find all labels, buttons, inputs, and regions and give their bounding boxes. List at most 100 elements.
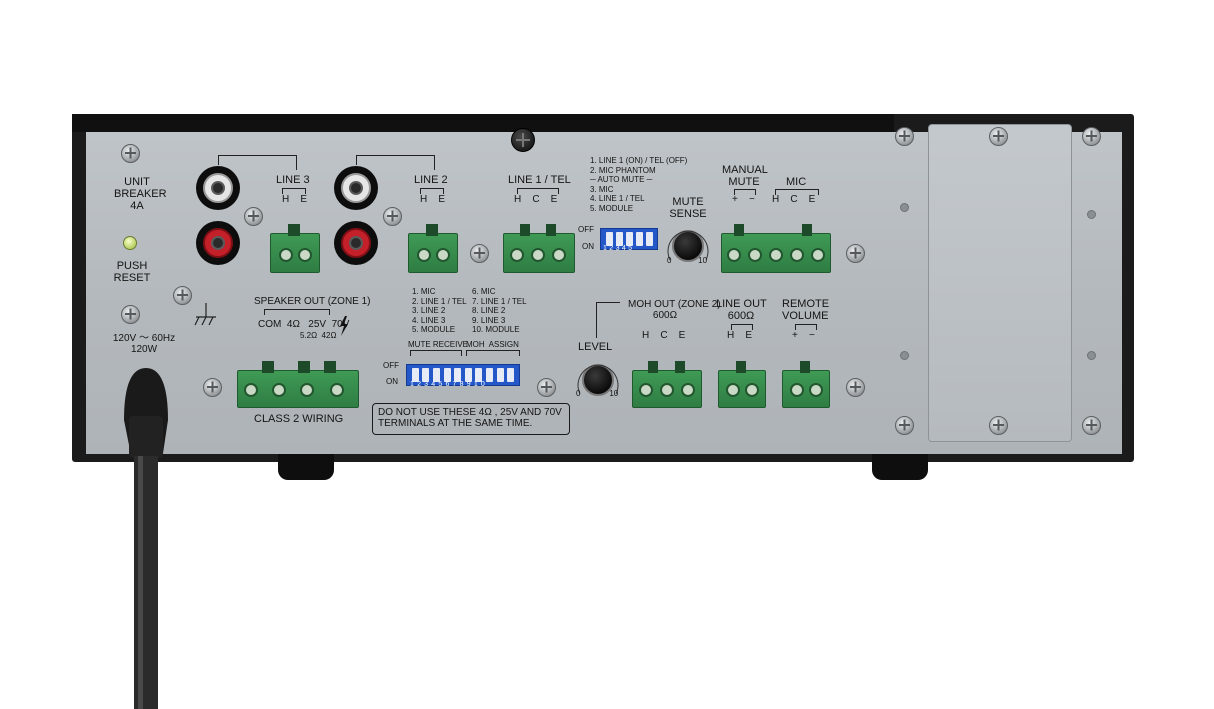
dip2-switch-5[interactable]: [454, 368, 462, 382]
power-cord: [124, 368, 168, 709]
line3-rca-bracket: [218, 155, 297, 170]
screw-icon: [846, 244, 865, 263]
screw-icon: [470, 244, 489, 263]
line3-rca-red-jack[interactable]: [196, 221, 240, 265]
breaker-reset-button[interactable]: [123, 236, 137, 250]
dip1-switch-3[interactable]: [625, 232, 633, 246]
speaker-out-terminal[interactable]: [237, 361, 359, 408]
knob-arc-icon: [577, 364, 619, 395]
dip2-switch-8[interactable]: [485, 368, 493, 382]
level-scale: 0 10: [576, 389, 619, 398]
mic-label: MIC: [786, 176, 807, 188]
moh-assign-label: MOH ASSIGN: [466, 340, 519, 349]
manual-mute-bracket: [734, 189, 756, 195]
mute-receive-legend: 1. MIC 2. LINE 1 / TEL 3. LINE 2 4. LINE…: [412, 287, 467, 334]
screw-icon: [121, 144, 140, 163]
vent-hole: [900, 203, 909, 212]
line2-he-bracket: [420, 188, 444, 194]
dip1-off-label: OFF: [578, 225, 594, 234]
line3-rca-white-jack[interactable]: [196, 166, 240, 210]
screw-icon: [989, 127, 1008, 146]
line3-terminal[interactable]: [270, 224, 320, 273]
speaker-out-label: SPEAKER OUT (ZONE 1): [254, 296, 371, 307]
line3-rca-bracket-stub: [218, 155, 219, 165]
dip2-switch-1[interactable]: [411, 368, 419, 382]
mute-mic-terminal[interactable]: [721, 224, 831, 273]
screw-icon: [244, 207, 263, 226]
screw-icon: [121, 305, 140, 324]
dip1-on-label: ON: [582, 242, 594, 251]
remote-volume-label: REMOTE VOLUME: [782, 298, 830, 322]
high-voltage-icon: [340, 316, 348, 336]
dip-switch-2[interactable]: [406, 364, 520, 386]
remote-volume-polarity: + −: [792, 330, 815, 341]
push-reset-label: PUSH RESET: [113, 260, 151, 284]
moh-assign-bracket: [466, 350, 520, 356]
line2-rca-bracket-stub: [356, 155, 357, 165]
line2-rca-red-jack[interactable]: [334, 221, 378, 265]
top-center-screw-icon: [511, 128, 535, 152]
line2-label: LINE 2: [414, 174, 448, 186]
dip1-switch-4[interactable]: [635, 232, 643, 246]
screw-icon: [846, 378, 865, 397]
line3-he-bracket: [282, 188, 306, 194]
manual-mute-polarity: + −: [732, 194, 755, 205]
line1-hce-label: H C E: [514, 194, 558, 205]
dip1-switch-1[interactable]: [605, 232, 613, 246]
class2-wiring-label: CLASS 2 WIRING: [254, 413, 344, 425]
dip2-switch-10[interactable]: [507, 368, 515, 382]
dip2-numbers: 12345678910: [410, 381, 489, 388]
remote-volume-bracket: [795, 324, 817, 330]
screw-icon: [895, 416, 914, 435]
speaker-out-bracket: [264, 309, 330, 315]
line-out-terminal[interactable]: [718, 361, 766, 408]
line2-he-label: H E: [420, 194, 446, 205]
top-edge: [72, 114, 894, 132]
speaker-out-impedance: 5.2Ω 42Ω: [300, 331, 337, 340]
screw-icon: [989, 416, 1008, 435]
mute-sense-scale: 0 10: [667, 256, 708, 265]
moh-out-terminal[interactable]: [632, 361, 702, 408]
line-out-he-label: H E: [727, 330, 753, 341]
dip1-switch-2[interactable]: [615, 232, 623, 246]
speaker-out-taps: COM 4Ω 25V 70V: [258, 319, 350, 330]
level-label: LEVEL: [578, 341, 613, 353]
mute-receive-bracket: [410, 350, 462, 356]
moh-hce-label: H C E: [642, 330, 686, 341]
dip-switch-1[interactable]: [600, 228, 658, 250]
ground-icon: [194, 303, 216, 326]
terminal-warning-text: DO NOT USE THESE 4Ω , 25V AND 70V TERMIN…: [378, 407, 562, 429]
screw-icon: [1082, 127, 1101, 146]
vent-hole: [1087, 351, 1096, 360]
moh-level-knob[interactable]: [582, 364, 614, 396]
knob-arc-icon: [667, 230, 709, 261]
remote-volume-terminal[interactable]: [782, 361, 830, 408]
rubber-foot-left: [278, 454, 334, 480]
module-slot-cover: [928, 124, 1072, 442]
mic-bracket: [775, 189, 819, 195]
rubber-foot-right: [872, 454, 928, 480]
line-out-bracket: [731, 324, 753, 330]
level-leader-line: [596, 302, 597, 338]
dip2-switch-6[interactable]: [464, 368, 472, 382]
dip2-switch-2[interactable]: [422, 368, 430, 382]
line3-label: LINE 3: [276, 174, 310, 186]
dip2-switch-9[interactable]: [496, 368, 504, 382]
dip1-numbers: 12345: [603, 245, 635, 252]
screw-icon: [203, 378, 222, 397]
dip2-switch-4[interactable]: [443, 368, 451, 382]
line1-tel-terminal[interactable]: [503, 224, 575, 273]
screw-icon: [895, 127, 914, 146]
ground-screw-icon: [173, 286, 192, 305]
moh-out-label: MOH OUT (ZONE 2) 600Ω: [628, 299, 721, 321]
screw-icon: [537, 378, 556, 397]
screw-icon: [1082, 416, 1101, 435]
line2-terminal[interactable]: [408, 224, 458, 273]
dip2-switch-7[interactable]: [475, 368, 483, 382]
unit-breaker-label: UNIT BREAKER 4A: [114, 176, 167, 212]
dip2-switch-3[interactable]: [432, 368, 440, 382]
line2-rca-white-jack[interactable]: [334, 166, 378, 210]
line1-tel-label: LINE 1 / TEL: [508, 174, 571, 186]
dip1-switch-5[interactable]: [645, 232, 653, 246]
dip2-on-label: ON: [386, 377, 398, 386]
